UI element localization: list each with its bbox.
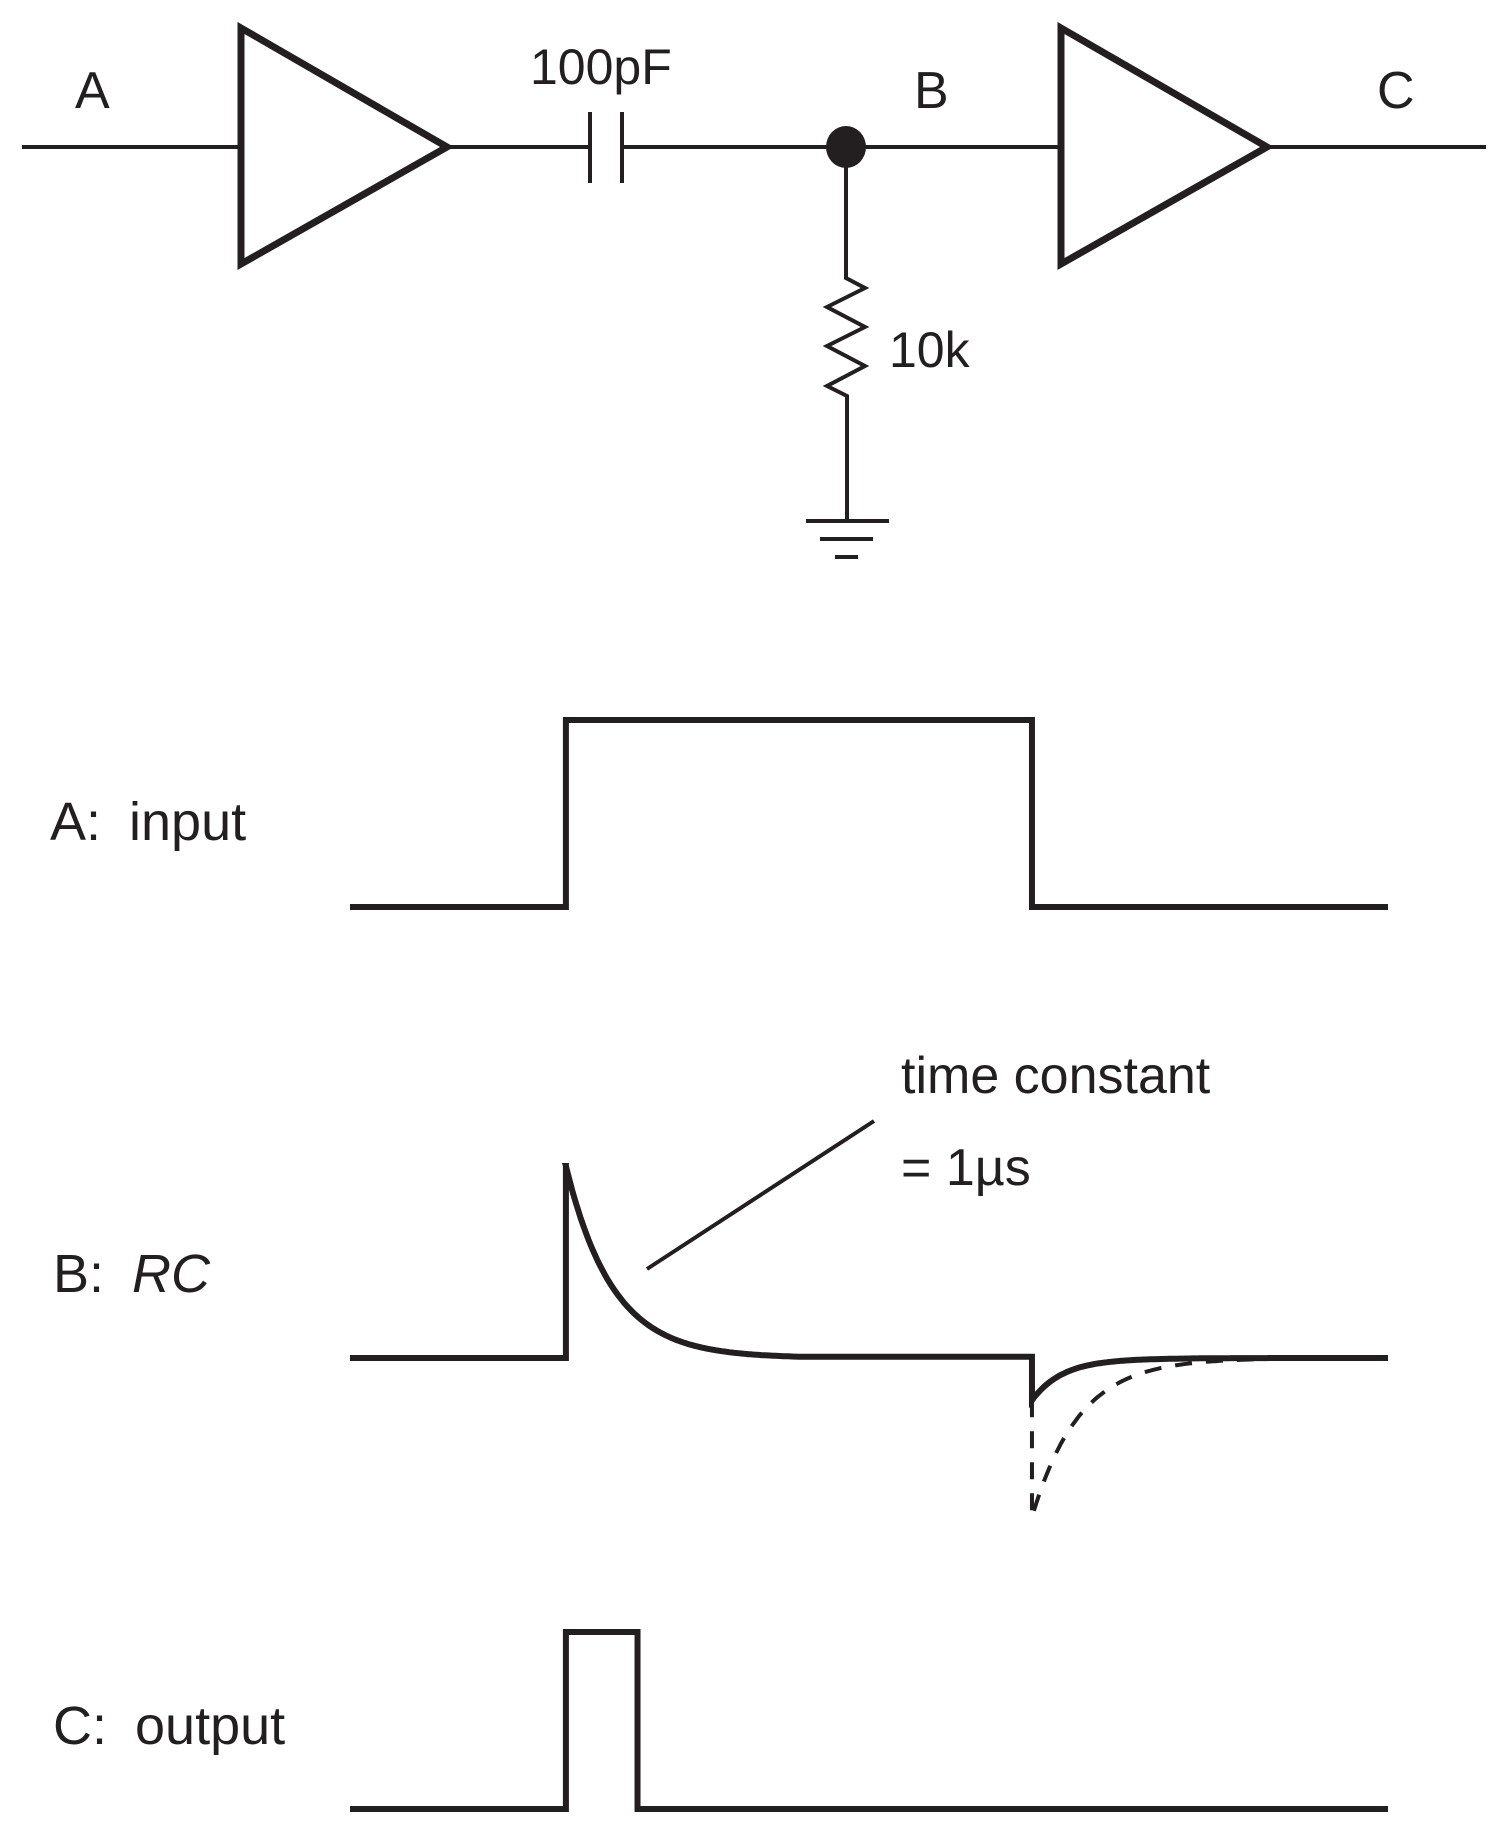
node-label-b: B [914, 62, 949, 120]
buffer-1-icon [237, 21, 455, 271]
waveform-b-unclamped-dashed [1029, 1357, 1265, 1522]
ground-icon [806, 519, 889, 559]
capacitor-label: 100pF [530, 39, 672, 95]
time-constant-value: = 1µs [901, 1139, 1031, 1197]
resistor-icon [822, 147, 870, 520]
node-label-c: C [1377, 62, 1415, 120]
capacitor-icon [588, 112, 624, 183]
waveform-a-label: A:input [50, 792, 246, 852]
buffer-2-icon [1057, 21, 1275, 271]
waveform-c-output [350, 1629, 1388, 1812]
resistor-label: 10k [889, 322, 971, 378]
waveform-labels: A:input B:RC C:output [50, 792, 285, 1756]
waveform-b-label: B:RC [53, 1244, 211, 1304]
time-constant-leader-line [645, 1119, 876, 1271]
waveform-b-rc [350, 1163, 1388, 1410]
waveform-a-input [350, 717, 1388, 910]
schematic: A 100pF B 10k C [22, 21, 1486, 559]
node-label-a: A [75, 62, 110, 120]
waveform-c-label: C:output [53, 1696, 285, 1756]
time-constant-label: time constant [901, 1047, 1211, 1105]
